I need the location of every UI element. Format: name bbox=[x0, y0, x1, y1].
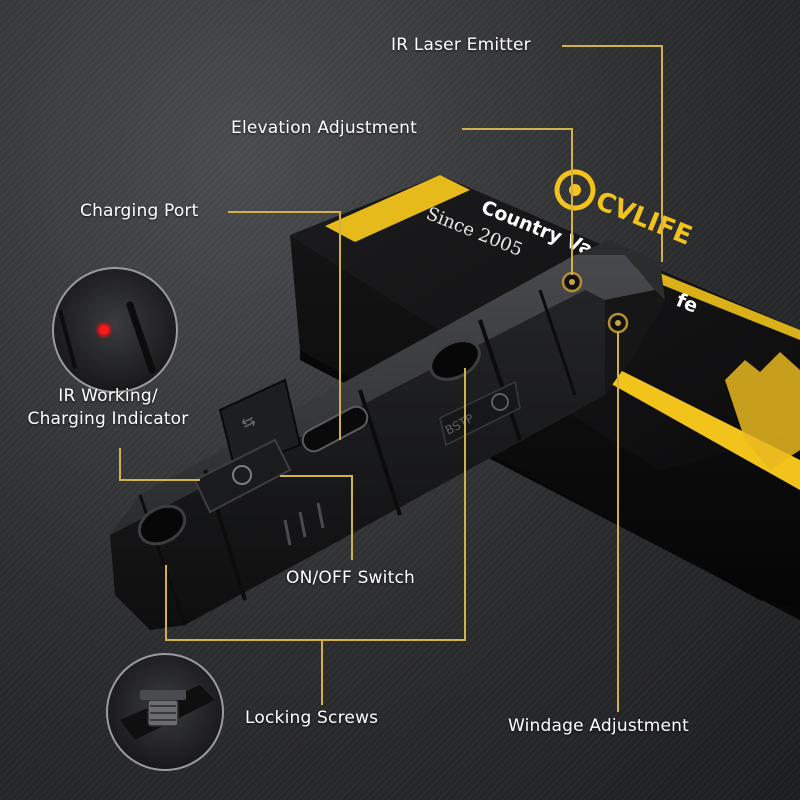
box-silhouette bbox=[725, 352, 800, 470]
callout-line-charging-port bbox=[228, 211, 341, 440]
label-charging-port: Charging Port bbox=[80, 201, 199, 221]
callout-line-elevation bbox=[462, 128, 573, 275]
label-elevation-adjustment: Elevation Adjustment bbox=[231, 118, 417, 138]
label-ir-working: IR Working/ bbox=[58, 386, 158, 406]
box-front-stripe bbox=[590, 360, 800, 490]
laser-device: ⇆ BSTP bbox=[110, 240, 665, 630]
label-on-off-switch: ON/OFF Switch bbox=[286, 568, 415, 588]
device-logo-icon bbox=[491, 393, 509, 411]
charging-port-cap bbox=[218, 378, 302, 472]
label-ir-working-charging-indicator: IR Working/ Charging Indicator bbox=[10, 385, 206, 431]
brand-logo-icon bbox=[554, 169, 596, 211]
label-ir-laser-emitter: IR Laser Emitter bbox=[391, 35, 531, 55]
power-button bbox=[193, 438, 292, 514]
callout-lines bbox=[119, 45, 663, 712]
locking-screws-inset bbox=[106, 653, 224, 771]
callout-line-locking-screws-bracket bbox=[165, 368, 466, 641]
rear-mount-hole bbox=[137, 504, 187, 546]
callout-line-ir-laser bbox=[562, 45, 663, 262]
device-side-face bbox=[110, 290, 605, 630]
box-stripe bbox=[325, 175, 470, 242]
indicator-detail-inset bbox=[52, 267, 178, 393]
device-top-face bbox=[110, 255, 655, 535]
label-windage-adjustment: Windage Adjustment bbox=[508, 716, 689, 736]
label-charging-indicator: Charging Indicator bbox=[27, 409, 189, 429]
power-icon bbox=[232, 465, 252, 485]
callout-line-on-off bbox=[280, 475, 353, 560]
callout-line-indicator bbox=[119, 448, 200, 481]
label-locking-screws: Locking Screws bbox=[245, 708, 379, 728]
mount-screw-hole bbox=[429, 339, 481, 381]
